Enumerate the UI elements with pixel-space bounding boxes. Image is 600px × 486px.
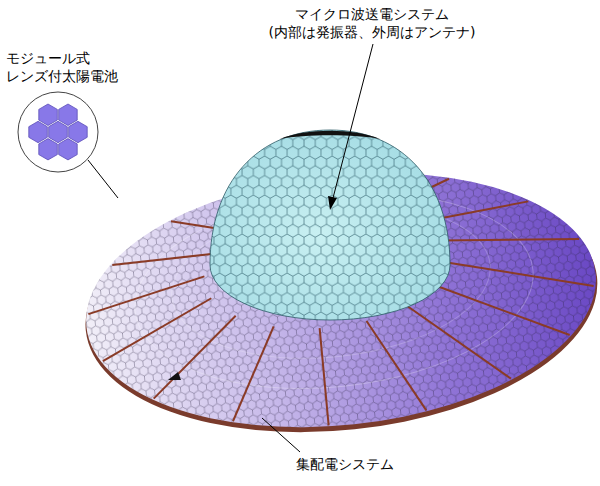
dome-shadow [280, 131, 380, 139]
small-arrow [168, 372, 181, 380]
callout-label: マイクロ波送電システム (内部は発振器、外周はアンテナ) [258, 6, 486, 41]
callout-label: モジュール式 レンズ付太陽電池 [6, 50, 118, 85]
power-line [224, 326, 284, 421]
power-line [98, 298, 217, 361]
hex-module [39, 104, 58, 126]
power-line [318, 328, 329, 425]
dome-cells [210, 130, 450, 320]
power-line [447, 248, 594, 301]
hex-module [69, 121, 88, 142]
callout-label: 集配電システム [296, 456, 394, 474]
callout-arrow [328, 44, 373, 210]
inset-circle [18, 92, 98, 172]
power-line [435, 272, 569, 348]
hex-module [29, 121, 48, 142]
microwave-dome [210, 130, 450, 320]
dome-body [210, 130, 450, 320]
hex-modules [29, 104, 87, 160]
leader-line [88, 160, 118, 198]
module-inset [18, 92, 118, 198]
leader-line [262, 418, 300, 452]
power-line [367, 316, 427, 416]
power-line [86, 276, 207, 314]
hex-module [49, 121, 68, 142]
power-line [407, 296, 511, 389]
power-line [440, 226, 579, 253]
hex-module [59, 139, 77, 160]
hex-module [39, 139, 58, 160]
power-line [112, 253, 216, 265]
hex-module [59, 104, 77, 126]
